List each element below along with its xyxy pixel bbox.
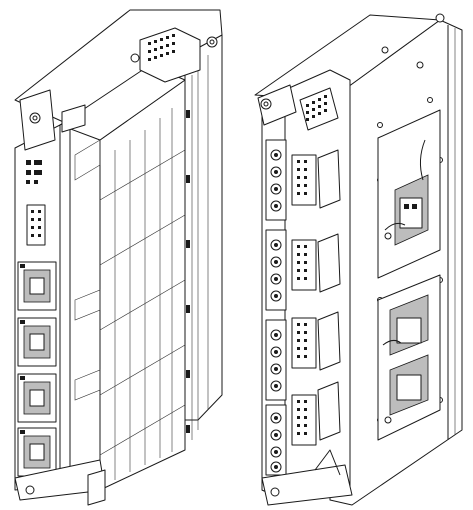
front-port-4 (17, 427, 57, 477)
front-faceplate-edge (59, 119, 71, 486)
module-front-view (14, 9, 223, 506)
front-port-3 (17, 373, 57, 423)
front-status-leds (26, 160, 42, 184)
front-backplane-connector (130, 27, 218, 83)
front-top-ejector (19, 89, 86, 151)
front-bottom-ejector (14, 459, 106, 506)
front-port-1 (17, 261, 57, 311)
rear-connector-group-4 (265, 381, 341, 476)
front-internal-brackets (74, 139, 101, 401)
rear-bottom-latch (261, 449, 353, 506)
rear-top-latch (257, 84, 339, 131)
rear-connector-group-3 (265, 311, 341, 401)
front-heatsink-fins (99, 108, 186, 480)
front-side-rail (184, 55, 209, 450)
module-rear-view (254, 13, 463, 506)
rear-connector-group-1 (265, 139, 341, 221)
front-port-2 (17, 317, 57, 367)
rear-lower-window (377, 274, 441, 441)
front-console-port (26, 204, 46, 246)
front-right-side (184, 34, 223, 421)
rear-connector-group-2 (265, 229, 341, 311)
rear-upper-window (377, 109, 441, 279)
